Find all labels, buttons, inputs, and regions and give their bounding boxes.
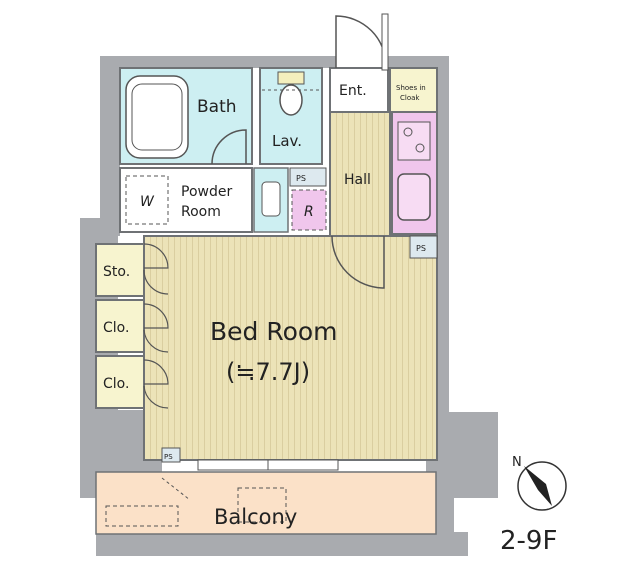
bathtub-icon: [125, 75, 189, 159]
pipe-space: [161, 447, 181, 463]
fridge-label: R: [304, 204, 314, 220]
lav-label: Lav.: [272, 132, 302, 150]
floor-label: 2-9F: [500, 526, 558, 556]
hall-label: Hall: [344, 172, 371, 188]
bath-door-arc: [211, 129, 247, 165]
bedroom-size-label: (≒7.7J): [226, 358, 310, 386]
bathtub-inner: [131, 83, 183, 151]
shoes-cloak-label-1: Shoes in: [396, 84, 426, 92]
fridge-space: [291, 189, 327, 231]
powder-room-label-1: Powder: [181, 184, 232, 200]
entrance-label: Ent.: [339, 83, 367, 99]
closet-door-arcs: [143, 243, 169, 409]
washbasin: [253, 167, 289, 233]
shoes-cloak-label-2: Cloak: [400, 94, 420, 102]
toilet-icon: [279, 84, 303, 116]
pipe-space: [289, 167, 327, 187]
hall: [329, 111, 391, 237]
pipe-space-label: PS: [164, 453, 173, 461]
closet: [95, 299, 145, 353]
storage: [95, 243, 145, 297]
compass-needle-icon: [524, 466, 552, 506]
sink-icon: [397, 173, 431, 221]
compass-north-label: N: [512, 455, 522, 470]
closet-label: Clo.: [103, 376, 129, 392]
storage-label: Sto.: [103, 264, 130, 280]
balcony-label: Balcony: [214, 505, 297, 529]
burner-icon: [403, 127, 413, 137]
washer-space: [125, 175, 169, 225]
bedroom: [143, 235, 438, 461]
stove-icon: [397, 121, 431, 161]
shoes-cloak: [389, 67, 438, 113]
closet-label: Clo.: [103, 320, 129, 336]
toilet-tank: [277, 71, 305, 85]
bedroom-label: Bed Room: [210, 317, 338, 346]
bath-label: Bath: [197, 97, 237, 117]
powder-room: [119, 167, 253, 233]
balcony-hatch: [237, 487, 287, 523]
balcony: [95, 471, 437, 535]
entry-door-leaf: [381, 13, 389, 71]
pipe-space-label: PS: [296, 174, 306, 183]
pipe-space: [409, 235, 438, 259]
pipe-space-label: PS: [416, 244, 426, 253]
balcony-dashed-area: [105, 505, 179, 527]
basin-icon: [261, 181, 281, 217]
entry-gap: [336, 50, 388, 70]
burner-icon: [415, 143, 425, 153]
bedroom-door-arc: [331, 235, 385, 289]
closet: [95, 355, 145, 409]
washer-label: W: [140, 194, 155, 210]
powder-room-label-2: Room: [181, 204, 221, 220]
compass: N: [512, 455, 567, 511]
